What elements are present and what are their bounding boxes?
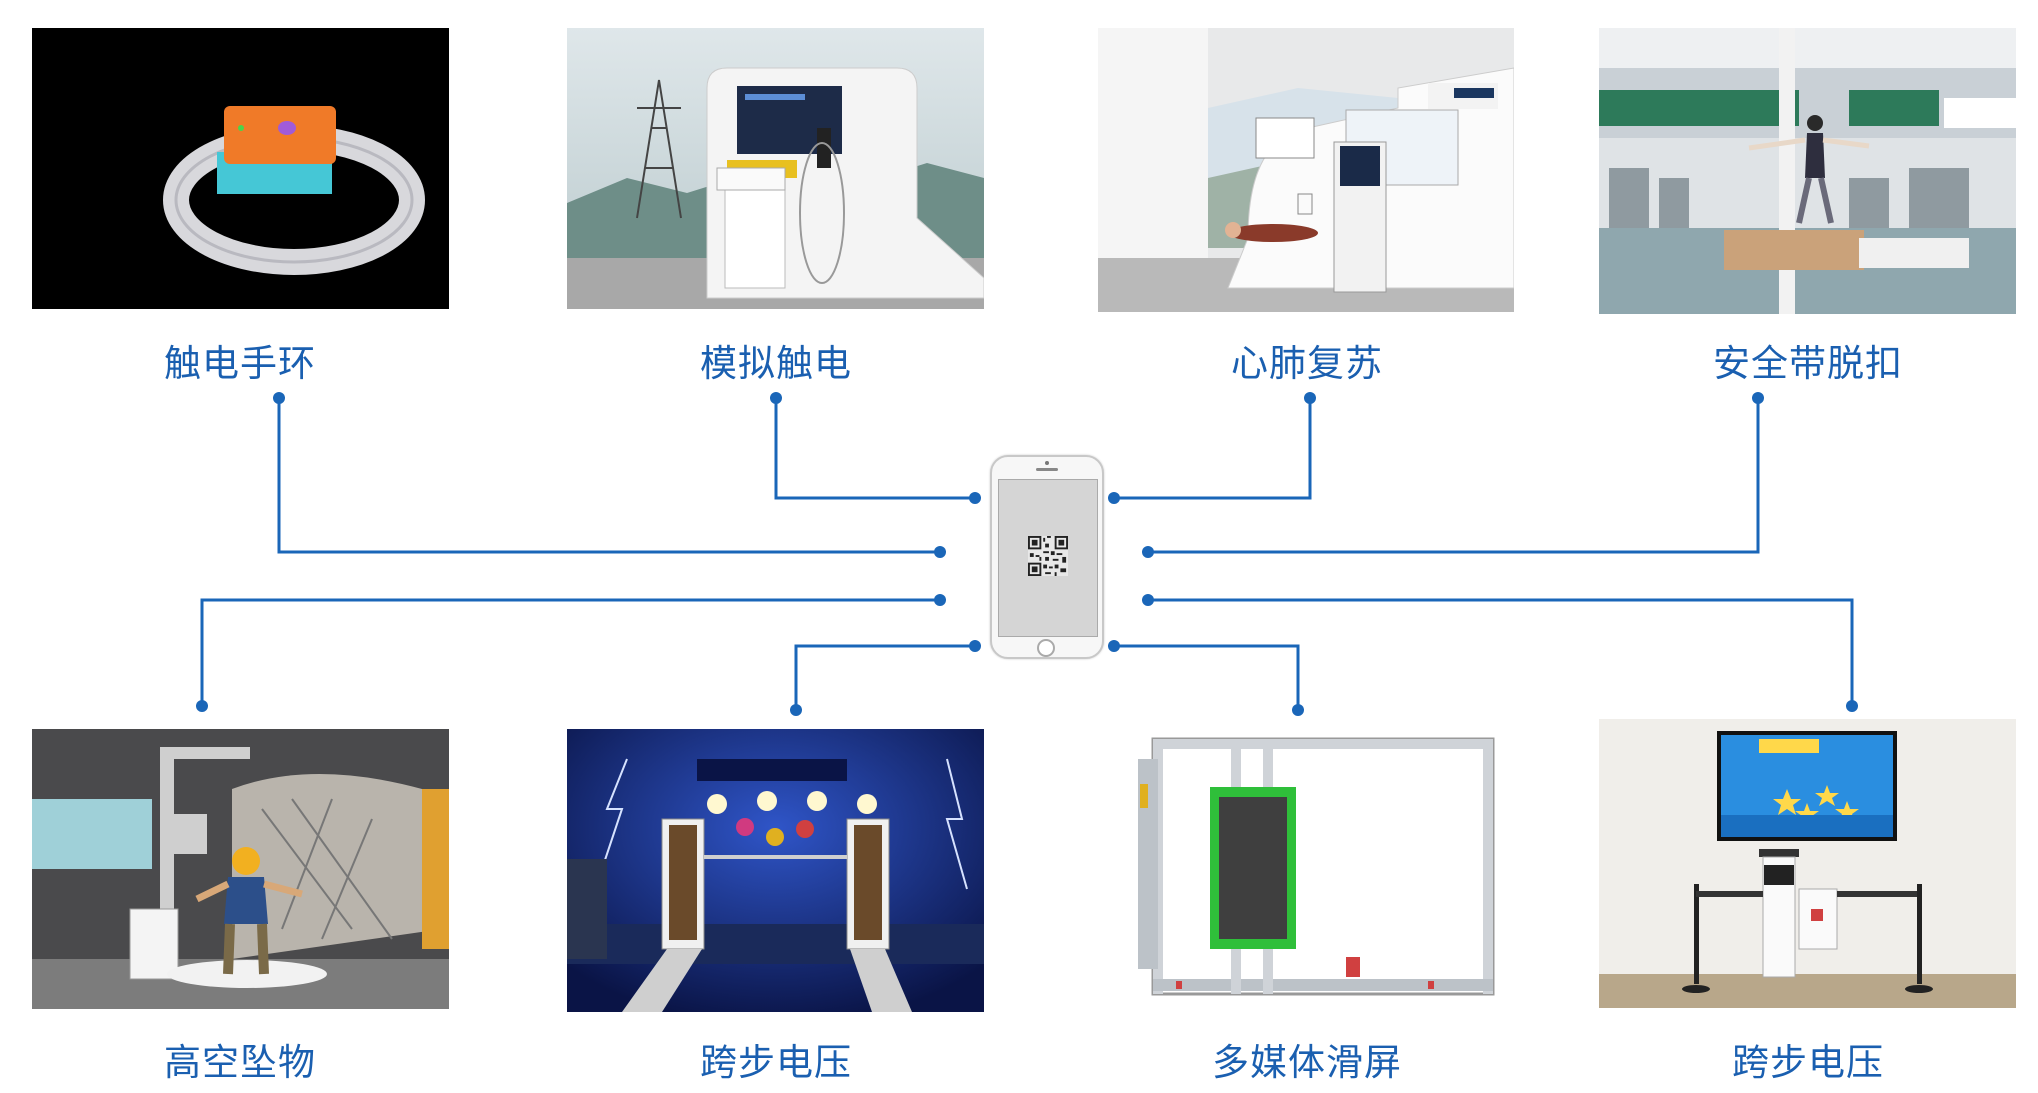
photo-step-voltage-2 xyxy=(1599,719,2016,1008)
phone-speaker-icon xyxy=(1036,468,1058,471)
connector-safety-belt xyxy=(1142,392,1764,558)
connector-step-voltage-1 xyxy=(790,640,981,716)
label-falling-objects: 高空坠物 xyxy=(164,1041,316,1084)
phone-screen xyxy=(998,479,1098,637)
label-cpr: 心肺复苏 xyxy=(1231,342,1383,385)
connector-falling-objects xyxy=(196,594,946,712)
label-simulated-shock: 模拟触电 xyxy=(700,342,852,385)
photo-falling-objects xyxy=(32,729,449,1009)
phone-home-button-icon xyxy=(1037,639,1055,657)
connector-multimedia-slide xyxy=(1108,640,1304,716)
connector-step-voltage-2 xyxy=(1142,594,1858,712)
photo-shock-bracelet xyxy=(32,28,449,309)
label-step-voltage-2: 跨步电压 xyxy=(1732,1041,1884,1084)
label-step-voltage-1: 跨步电压 xyxy=(700,1041,852,1084)
photo-cpr xyxy=(1098,28,1514,312)
connector-cpr xyxy=(1108,392,1316,504)
phone-hub xyxy=(990,455,1104,659)
photo-step-voltage-1 xyxy=(567,729,984,1012)
label-safety-belt: 安全带脱扣 xyxy=(1713,342,1903,385)
photo-safety-belt xyxy=(1599,28,2016,314)
connector-shock-bracelet xyxy=(273,392,946,558)
label-shock-bracelet: 触电手环 xyxy=(164,342,316,385)
photo-simulated-shock xyxy=(567,28,984,309)
phone-camera-icon xyxy=(1045,461,1049,465)
qr-code-icon xyxy=(1028,536,1068,576)
label-multimedia-slide: 多媒体滑屏 xyxy=(1212,1041,1402,1084)
photo-multimedia-slide xyxy=(1098,729,1515,1012)
connector-simulated-shock xyxy=(770,392,981,504)
